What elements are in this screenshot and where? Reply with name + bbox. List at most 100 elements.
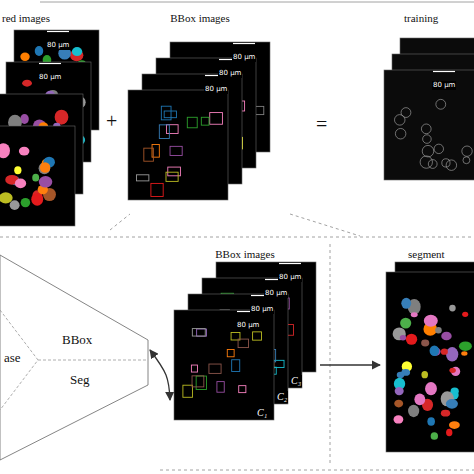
cell-blob xyxy=(425,382,437,395)
cell-outline xyxy=(420,156,432,168)
image-slice xyxy=(174,310,274,420)
frame-line xyxy=(110,214,360,236)
cell-blob xyxy=(461,351,467,355)
bounding-box xyxy=(238,339,248,347)
bounding-box xyxy=(151,183,163,196)
label-anchor: 80 µm xyxy=(278,265,302,283)
cell-blob xyxy=(462,312,468,317)
cell-blob xyxy=(424,315,438,327)
cell-outline xyxy=(423,135,432,144)
cell-outline xyxy=(473,113,474,119)
image-ground xyxy=(0,126,75,226)
cell-blob xyxy=(408,405,419,417)
scale-bar xyxy=(279,263,301,264)
cell-blob xyxy=(446,399,458,409)
label-anchor: C₃ xyxy=(290,370,302,388)
cell-blob xyxy=(397,372,405,378)
text-anchor: BBox xyxy=(62,330,92,348)
bounding-box xyxy=(209,364,221,373)
image-stack: segment xyxy=(380,244,474,449)
bounding-box xyxy=(183,385,193,397)
cell-blob xyxy=(20,53,29,61)
cell-blob xyxy=(430,346,440,356)
bounding-box xyxy=(136,175,148,181)
label-anchor: 80 µm xyxy=(432,73,456,91)
cell-blob xyxy=(56,112,68,124)
cell-blob xyxy=(393,327,406,340)
panel-title: BBox images xyxy=(170,12,230,25)
label-anchor: 80 µm xyxy=(38,65,62,83)
bounding-box xyxy=(201,117,209,125)
cell-blob xyxy=(446,347,458,362)
block-label: BBox xyxy=(62,332,92,347)
scale-bar xyxy=(39,63,61,64)
label-anchor: 80 µm xyxy=(232,45,256,63)
label-anchor: C₂ xyxy=(276,386,288,404)
block-label: Seg xyxy=(70,372,90,387)
cell-blob xyxy=(435,327,442,333)
cell-blob xyxy=(0,143,10,158)
image-slice xyxy=(0,126,75,226)
label-anchor: + xyxy=(106,110,117,132)
cell-outline xyxy=(422,145,434,157)
cell-outline xyxy=(446,160,457,171)
image-slice xyxy=(386,272,474,452)
channel-label: C₂ xyxy=(276,391,288,403)
operator-sign: = xyxy=(316,113,327,135)
label-anchor: C₁ xyxy=(256,402,268,420)
scale-label: 80 µm xyxy=(236,321,260,330)
text-anchor: Seg xyxy=(70,370,90,388)
scale-label: 80 µm xyxy=(432,81,456,90)
bounding-box xyxy=(196,376,206,389)
cell-blob xyxy=(414,393,425,405)
cell-blob xyxy=(406,334,417,345)
cell-blob xyxy=(400,335,406,340)
scale-label: 80 µm xyxy=(204,85,228,94)
panel-title: training xyxy=(404,12,438,25)
cell-blob xyxy=(14,166,21,174)
bounding-box xyxy=(191,365,197,372)
bounding-box xyxy=(159,125,169,139)
panel-title: red images xyxy=(2,12,50,25)
cell-blob xyxy=(421,339,429,346)
label-anchor: 80 µm xyxy=(250,297,274,315)
bounding-box xyxy=(192,329,205,336)
scale-label: 80 µm xyxy=(264,289,288,298)
cell-blob xyxy=(411,312,418,317)
cell-outline xyxy=(395,128,406,139)
image-ground xyxy=(384,70,474,180)
cell-outline xyxy=(462,146,472,156)
scale-bars xyxy=(39,32,455,312)
panel-title: BBox images xyxy=(215,248,275,261)
cell-blob xyxy=(395,387,404,395)
scale-label: 80 µm xyxy=(46,41,70,50)
scale-bar xyxy=(47,31,69,32)
frame-line xyxy=(40,2,474,3)
cell-blob xyxy=(459,341,472,351)
cell-blob xyxy=(39,176,53,188)
cell-blob xyxy=(39,162,51,174)
scale-label: 80 µm xyxy=(278,273,302,282)
text-anchor: ase xyxy=(4,348,21,366)
scale-label: 80 µm xyxy=(232,53,256,62)
operator-sign: + xyxy=(106,110,117,132)
bounding-box xyxy=(232,360,240,372)
cell-blob xyxy=(427,417,435,426)
network-shape xyxy=(0,255,148,460)
cell-blob xyxy=(31,193,43,206)
cell-blob xyxy=(22,80,32,87)
label-anchor: 80 µm xyxy=(204,77,228,95)
bounding-box xyxy=(217,382,224,393)
bounding-box xyxy=(161,106,171,120)
block-label: ase xyxy=(4,350,21,365)
label-anchor: 80 µm xyxy=(218,61,242,79)
cell-blob xyxy=(431,432,438,440)
cell-blob xyxy=(394,415,404,423)
bounding-box xyxy=(253,332,262,340)
bounding-box xyxy=(144,148,154,161)
scale-bar xyxy=(233,43,255,44)
cell-blob xyxy=(441,410,450,417)
cell-blob xyxy=(441,332,451,341)
cell-blob xyxy=(449,368,455,373)
